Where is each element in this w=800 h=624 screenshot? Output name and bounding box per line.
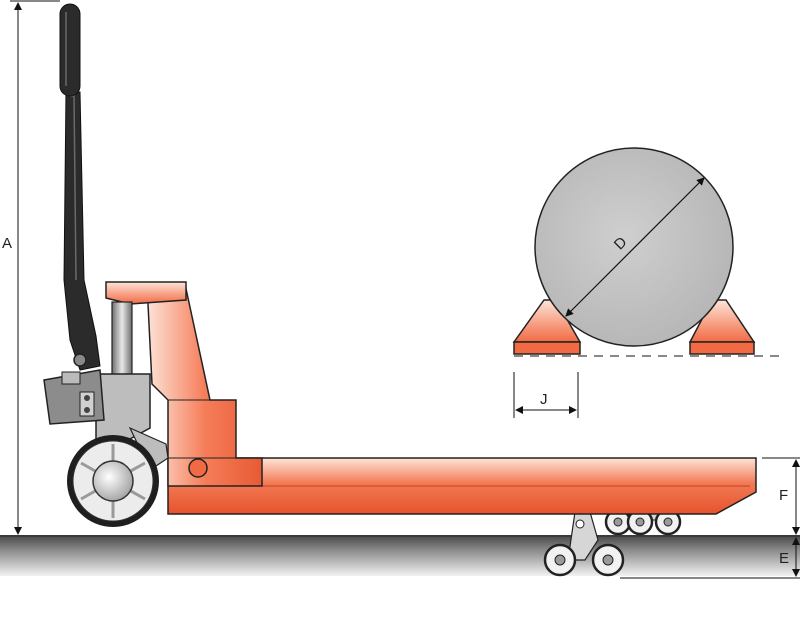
roll — [534, 147, 734, 347]
chassis — [105, 281, 263, 487]
dimension-j-label: J — [540, 391, 548, 408]
steering-wheel — [67, 426, 169, 527]
dimension-f-label: F — [779, 487, 788, 504]
dimension-d-line — [565, 177, 705, 317]
piston-rod — [111, 301, 133, 377]
wheel-hub — [92, 460, 134, 502]
dimension-a-label: A — [2, 235, 12, 252]
dimension-a: A — [2, 0, 60, 535]
dimension-e-label: E — [779, 550, 789, 567]
floor — [0, 536, 800, 576]
handle — [59, 3, 101, 371]
fork — [167, 457, 757, 515]
hydraulic-pump — [43, 301, 151, 441]
chassis-bolt — [188, 458, 208, 478]
handle-grip — [59, 3, 81, 97]
dimension-f: F — [762, 457, 800, 535]
roll-load-diagram: D J — [512, 147, 780, 418]
dimension-e: E — [620, 537, 800, 579]
